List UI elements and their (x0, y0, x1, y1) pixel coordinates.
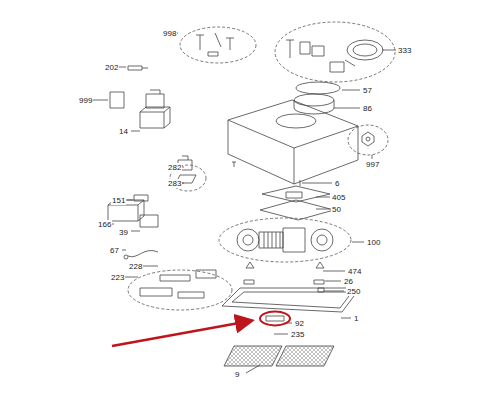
callout-number: 250 (346, 287, 361, 296)
callout-number: 228 (128, 262, 143, 271)
callout-number: 405 (331, 193, 346, 202)
callout-number: 14 (118, 127, 129, 136)
callout-number: 39 (118, 228, 129, 237)
callout-number: 50 (331, 205, 342, 214)
callout-number: 1 (353, 314, 359, 323)
callout-number: 166 (97, 220, 112, 229)
callout-number: 998 (162, 29, 177, 38)
callout-number: 67 (109, 246, 120, 255)
callout-number: 474 (347, 267, 362, 276)
callout-number: 86 (362, 104, 373, 113)
callout-number: 100 (366, 238, 381, 247)
callout-number: 235 (290, 330, 305, 339)
callout-number: 283 (167, 179, 182, 188)
callout-number: 223 (110, 273, 125, 282)
callout-number: 151 (111, 196, 126, 205)
callout-number: 57 (362, 86, 373, 95)
callout-number: 202 (104, 63, 119, 72)
callout-number: 333 (397, 46, 412, 55)
callout-number: 999 (78, 96, 93, 105)
callout-number: 92 (294, 319, 305, 328)
callout-number: 6 (334, 179, 340, 188)
callout-number: 282 (167, 163, 182, 172)
callout-number: 26 (343, 277, 354, 286)
callout-number: 9 (234, 370, 240, 379)
callout-number: 997 (365, 160, 380, 169)
